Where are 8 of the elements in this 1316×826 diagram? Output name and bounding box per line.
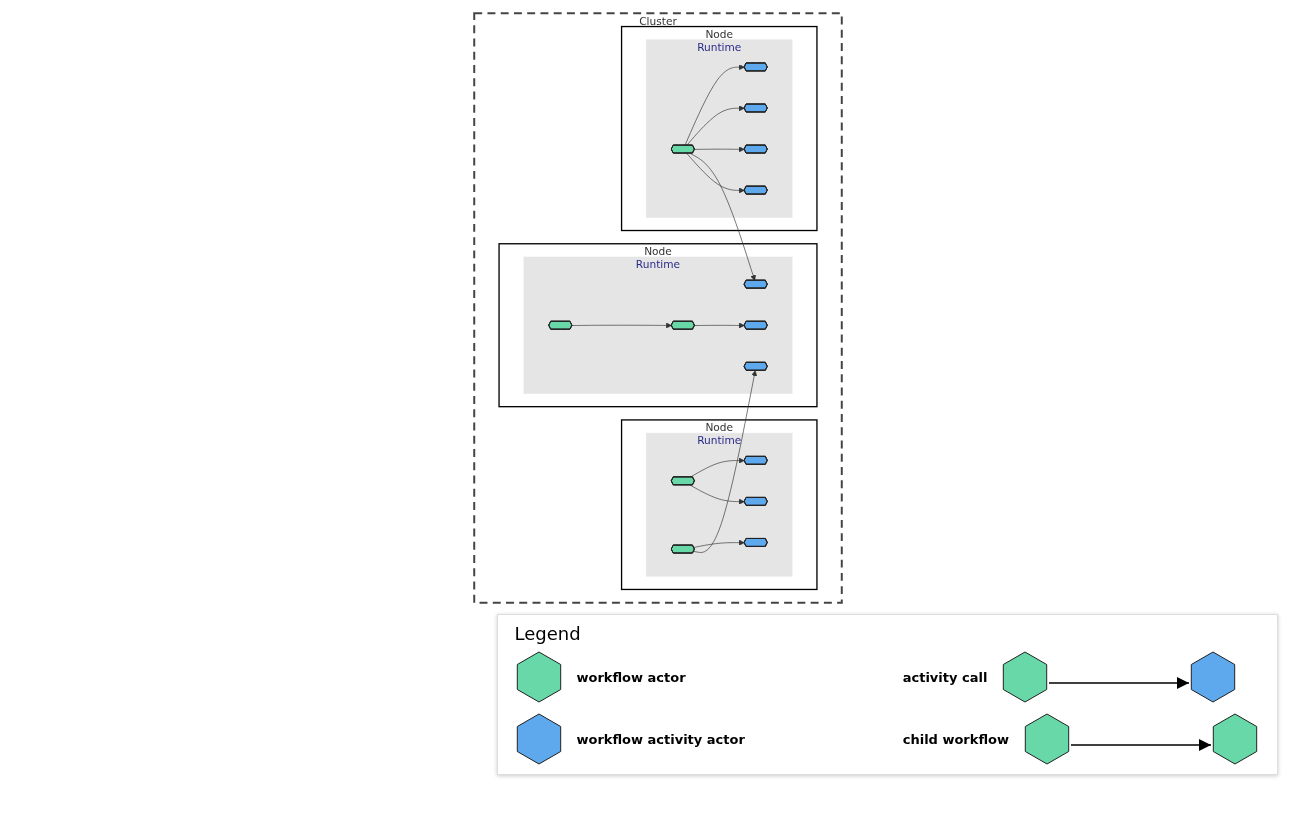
- cluster: Runtime: [523, 256, 793, 394]
- cluster: Runtime: [646, 432, 793, 577]
- legend-title: Legend: [514, 623, 581, 644]
- cluster: Runtime: [646, 39, 793, 218]
- legend-label: child workflow: [902, 731, 1009, 747]
- legend-label: activity call: [902, 669, 988, 685]
- legend-label: workflow actor: [576, 669, 686, 685]
- legend-label: workflow activity actor: [576, 731, 745, 747]
